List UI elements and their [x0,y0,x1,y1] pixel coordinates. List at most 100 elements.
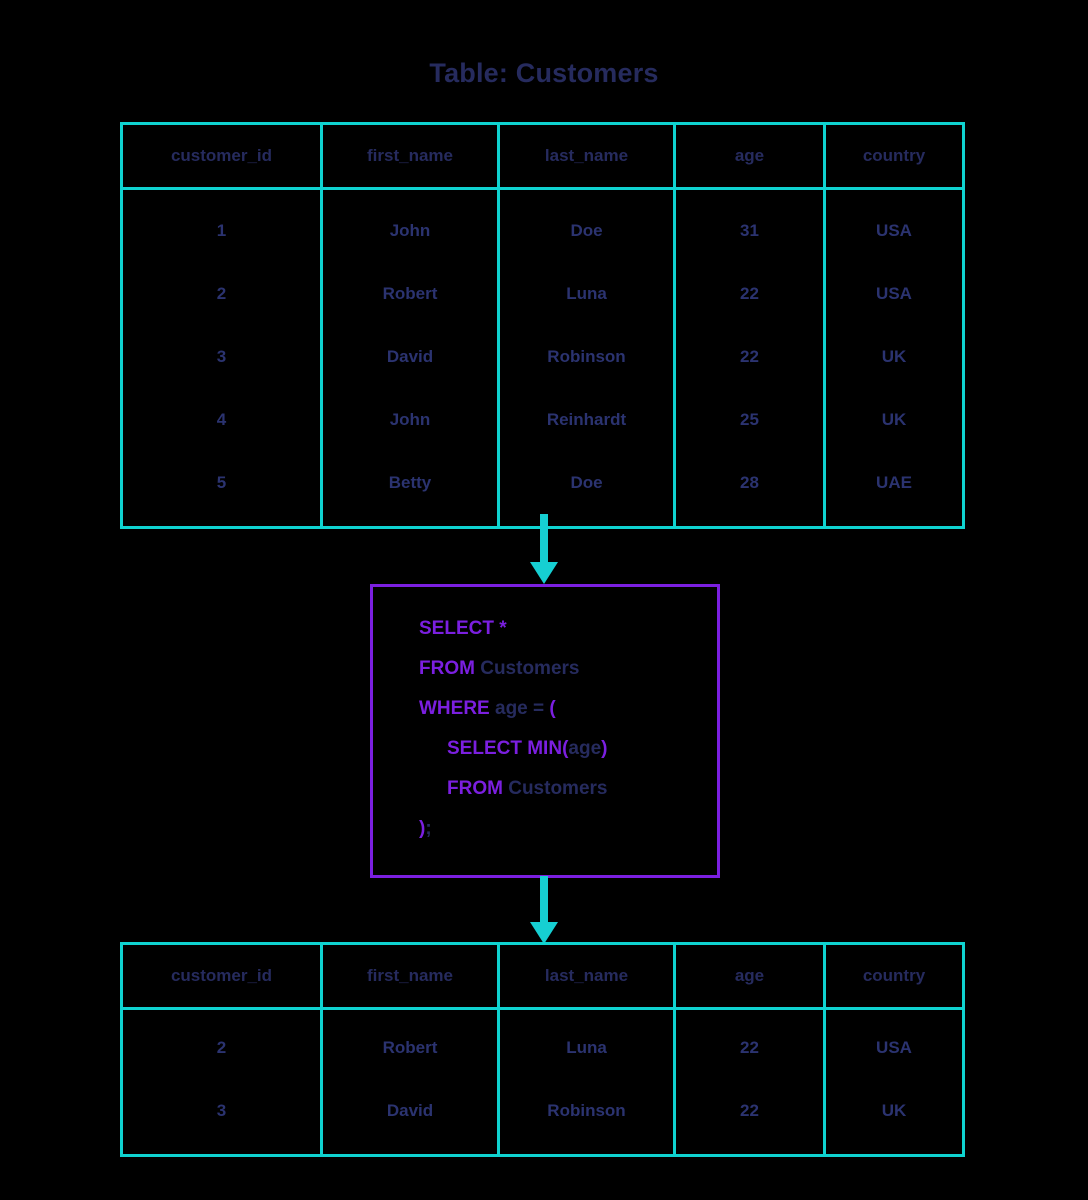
result-table-body-col-age: 22 22 [676,1010,826,1154]
result-table-header-col-customer_id: customer_id [123,945,323,1007]
source-table-cell: USA [876,221,912,240]
source-table-cell: John [389,410,431,429]
spacer [826,190,962,199]
result-table-cell: 2 [216,1038,227,1057]
sql-token-kw: FROM [419,658,481,679]
source-table-cell: 1 [216,221,227,240]
sql-line: FROM Customers [419,779,717,798]
result-table-header-col-country: country [826,945,962,1007]
source-table-cell: 5 [216,473,227,492]
source-table-column-header: age [734,146,765,165]
spacer [123,1142,320,1154]
sql-token-kw: * [499,618,507,639]
result-table-cell: Luna [566,1038,607,1057]
source-table-column-header: customer_id [170,146,273,165]
arrow-head-icon [530,562,558,584]
sql-token-kw: SELECT [419,618,500,639]
source-table-cell: Reinhardt [546,410,627,429]
arrow-source-to-query [530,514,558,584]
source-table-cell: David [386,347,434,366]
result-table-cell: 22 [740,1101,759,1120]
sql-line: SELECT MIN(age) [419,739,717,758]
sql-token-ident: age = [495,698,550,719]
arrow-shaft-icon [540,876,548,924]
spacer [123,190,320,199]
result-table-column-header: country [862,966,926,985]
sql-token-ident: ; [425,818,432,839]
result-table-cell: Robert [382,1038,438,1057]
source-table-cell: 22 [740,284,759,303]
sql-line: SELECT * [419,619,717,638]
source-table-cell: UK [881,347,907,366]
result-table-header-row: customer_id first_name last_name age country [123,945,962,1010]
spacer [323,1142,497,1154]
spacer [826,514,962,526]
page-title: Table: Customers [429,58,659,88]
result-table-column-header: last_name [544,966,629,985]
spacer [323,190,497,199]
source-table-cell: 25 [740,410,759,429]
source-table-header-col-last_name: last_name [500,125,676,187]
result-table-cell: Robinson [547,1101,626,1120]
result-table-header-col-last_name: last_name [500,945,676,1007]
source-table-cell: 3 [216,347,227,366]
sql-token-ident: Customers [480,658,580,679]
source-table-column-header: first_name [367,146,453,165]
sql-token-punc: ( [549,698,556,719]
result-table-cell: USA [876,1038,912,1057]
arrow-head-icon [530,922,558,944]
source-table-cell: Luna [566,284,607,303]
result-table-header-col-first_name: first_name [323,945,500,1007]
result-table-body-col-country: USA UK [826,1010,962,1154]
sql-token-punc: ( [562,738,569,759]
source-table-header-row: customer_id first_name last_name age country [123,125,962,190]
spacer [676,190,823,199]
source-table-header-col-customer_id: customer_id [123,125,323,187]
source-table-cell: 22 [740,347,759,366]
result-table-cell: David [386,1101,434,1120]
sql-line: ); [419,819,717,838]
source-table: customer_id first_name last_name age country… [120,122,965,529]
spacer [500,190,673,199]
result-table-header-col-age: age [676,945,826,1007]
arrow-query-to-result [530,876,558,944]
spacer [826,1142,962,1154]
source-table-cell: 31 [740,221,759,240]
spacer [123,514,320,526]
result-table-cell: 22 [740,1038,759,1057]
spacer [500,514,673,526]
source-table-cell: Doe [570,473,603,492]
source-table-cell: Robinson [547,347,626,366]
sql-token-punc: ) [419,818,426,839]
source-table-column-header: country [862,146,926,165]
spacer [500,1142,673,1154]
result-table-cell: 3 [216,1101,227,1120]
source-table-cell: UAE [876,473,912,492]
sql-token-ident: Customers [508,778,608,799]
arrow-shaft-icon [540,514,548,564]
result-table-column-header: age [734,966,765,985]
sql-token-ident: age [568,738,602,759]
source-table-cell: 28 [740,473,759,492]
result-table-column-header: customer_id [170,966,273,985]
source-table-header-col-country: country [826,125,962,187]
source-table-cell: Betty [388,473,432,492]
sql-line: FROM Customers [419,659,717,678]
spacer [676,514,823,526]
sql-line: WHERE age = ( [419,699,717,718]
result-table: customer_id first_name last_name age country… [120,942,965,1157]
result-table-column-header: first_name [367,966,453,985]
spacer [323,514,497,526]
source-table-header-col-age: age [676,125,826,187]
result-table-cell: UK [881,1101,907,1120]
source-table-cell: Doe [570,221,603,240]
sql-token-kw: SELECT MIN [447,738,563,759]
